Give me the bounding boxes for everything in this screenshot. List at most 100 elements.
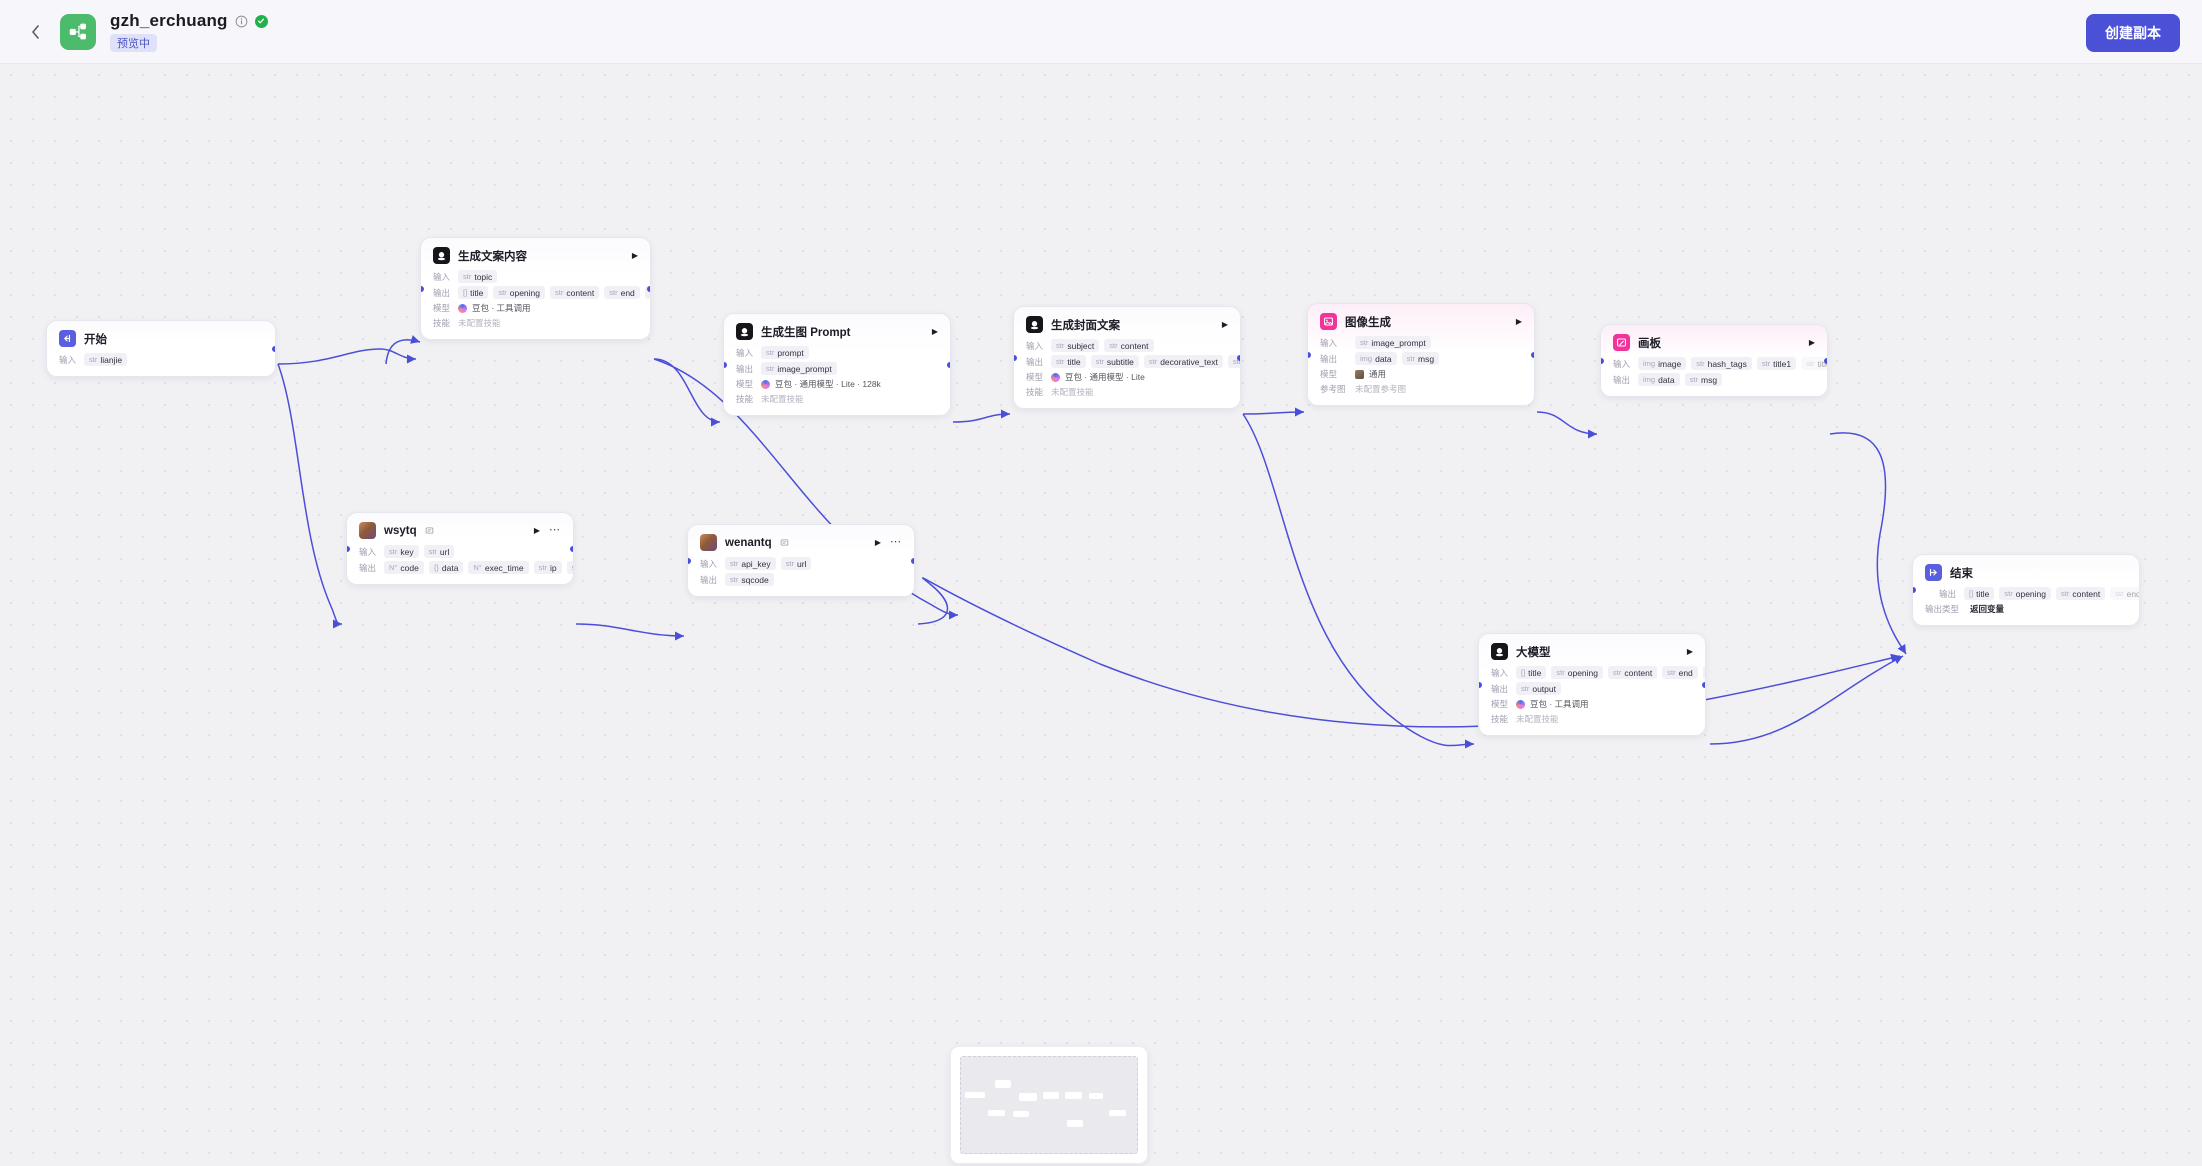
port-input[interactable] xyxy=(723,362,727,368)
node-run-icon[interactable]: ▶ xyxy=(534,527,540,535)
minimap-viewport[interactable] xyxy=(960,1056,1138,1154)
node-end[interactable]: 结束 输出 []title stropening strcontent stre… xyxy=(1912,554,2140,626)
node-gen-cover-copy[interactable]: 生成封面文案 ▶ 输入 strsubject strcontent 输出 str… xyxy=(1013,306,1241,409)
chip-data[interactable]: imgdata xyxy=(1638,373,1680,386)
node-start[interactable]: 开始 输入 strlianjie xyxy=(46,320,276,377)
node-gen-image-prompt[interactable]: 生成生图 Prompt ▶ 输入 strprompt 输出 strimage_p… xyxy=(723,313,951,416)
node-canvas-board[interactable]: 画板 ▶ 输入 imgimage strhash_tags strtitle1 … xyxy=(1600,324,1828,397)
chip-subtitle[interactable]: strsubtitle xyxy=(1091,355,1139,368)
chip-opening[interactable]: stropening xyxy=(1551,666,1603,679)
port-input[interactable] xyxy=(1912,587,1916,593)
chip-exec-time[interactable]: N°exec_time xyxy=(468,561,528,574)
chip-topic[interactable]: strtopic xyxy=(458,270,497,283)
port-input[interactable] xyxy=(346,546,350,552)
node-run-icon[interactable]: ▶ xyxy=(1687,648,1693,656)
chip-ip[interactable]: strip xyxy=(534,561,562,574)
port-output[interactable] xyxy=(1702,682,1706,688)
node-gen-copy[interactable]: 生成文案内容 ▶ 输入 strtopic 输出 []title stropeni… xyxy=(420,237,651,340)
chip-opening[interactable]: stropening xyxy=(493,286,545,299)
node-row-input: 输入 strlianjie xyxy=(59,353,263,366)
chip-title[interactable]: strtitle xyxy=(1051,355,1086,368)
chip-msg[interactable]: strmsg xyxy=(1402,352,1439,365)
workflow-canvas[interactable]: 开始 输入 strlianjie 生成文案内容 ▶ 输入 strtopic 输出… xyxy=(0,64,2202,1166)
chip-name: opening xyxy=(510,288,540,298)
node-run-icon[interactable]: ▶ xyxy=(875,539,881,547)
chip-msg[interactable]: strmsg xyxy=(567,561,574,574)
port-input[interactable] xyxy=(1013,355,1017,361)
chip-end[interactable]: strend xyxy=(1662,666,1698,679)
port-output[interactable] xyxy=(947,362,951,368)
chip-name: code xyxy=(400,563,418,573)
port-output[interactable] xyxy=(1531,352,1535,358)
port-input[interactable] xyxy=(420,286,424,292)
info-circle-icon[interactable] xyxy=(235,15,248,28)
chip-tag[interactable]: strtag xyxy=(1703,666,1706,679)
model-brand-icon xyxy=(458,304,467,313)
node-big-model[interactable]: 大模型 ▶ 输入 []title stropening strcontent s… xyxy=(1478,633,1706,736)
node-wsytq[interactable]: wsytq ▶ ⋯ 输入 strkey strurl 输出 N°code {}d… xyxy=(346,512,574,585)
node-wenantq[interactable]: wenantq ▶ ⋯ 输入 strapi_key strurl 输出 strs… xyxy=(687,524,915,597)
chip-sqcode[interactable]: strsqcode xyxy=(725,573,774,586)
chip-api-key[interactable]: strapi_key xyxy=(725,557,776,570)
node-run-icon[interactable]: ▶ xyxy=(1516,318,1522,326)
chip-name: lianjie xyxy=(100,355,122,365)
chip-msg[interactable]: strmsg xyxy=(1685,373,1722,386)
chip-content[interactable]: strcontent xyxy=(1608,666,1657,679)
edge-imggen-board xyxy=(1537,412,1597,434)
port-output[interactable] xyxy=(911,558,915,564)
chip-image-prompt[interactable]: strimage_prompt xyxy=(761,362,837,375)
chip-name: opening xyxy=(1568,668,1598,678)
chip-url[interactable]: strurl xyxy=(781,557,812,570)
port-output[interactable] xyxy=(647,286,651,292)
port-output[interactable] xyxy=(1824,358,1828,364)
chip-type: img xyxy=(1643,359,1655,368)
chip-hash-tags[interactable]: strhash_tags xyxy=(1691,357,1752,370)
chip-content[interactable]: strcontent xyxy=(2056,587,2105,600)
port-output[interactable] xyxy=(1237,355,1241,361)
chip-lianjie[interactable]: strlianjie xyxy=(84,353,127,366)
chip-data[interactable]: {}data xyxy=(429,561,464,574)
chip-subject[interactable]: strsubject xyxy=(1051,339,1099,352)
chip-image[interactable]: imgimage xyxy=(1638,357,1686,370)
chip-code[interactable]: N°code xyxy=(384,561,424,574)
port-input[interactable] xyxy=(1478,682,1482,688)
chip-title[interactable]: []title xyxy=(1964,587,1994,600)
row-label: 输入 xyxy=(736,347,756,359)
node-more-icon[interactable]: ⋯ xyxy=(890,537,902,548)
port-input[interactable] xyxy=(687,558,691,564)
chip-key[interactable]: strkey xyxy=(384,545,419,558)
node-header: 大模型 ▶ xyxy=(1491,643,1693,660)
chip-end[interactable]: strend xyxy=(2110,587,2140,600)
chip-image-prompt[interactable]: strimage_prompt xyxy=(1355,336,1431,349)
node-run-icon[interactable]: ▶ xyxy=(1222,321,1228,329)
chip-decorative-text[interactable]: strdecorative_text xyxy=(1144,355,1223,368)
port-output[interactable] xyxy=(570,546,574,552)
chip-type: str xyxy=(1096,357,1104,366)
chip-end[interactable]: strend xyxy=(604,286,640,299)
node-run-icon[interactable]: ▶ xyxy=(932,328,938,336)
port-input[interactable] xyxy=(1600,358,1604,364)
node-row-input: 输入 strkey strurl xyxy=(359,545,561,558)
port-output[interactable] xyxy=(272,346,276,352)
create-copy-button[interactable]: 创建副本 xyxy=(2086,14,2180,52)
chip-title1[interactable]: strtitle1 xyxy=(1757,357,1796,370)
chip-opening[interactable]: stropening xyxy=(1999,587,2051,600)
node-more-icon[interactable]: ⋯ xyxy=(549,525,561,536)
chip-output[interactable]: stroutput xyxy=(1516,682,1561,695)
node-run-icon[interactable]: ▶ xyxy=(1809,339,1815,347)
chip-title[interactable]: []title xyxy=(1516,666,1546,679)
node-run-icon[interactable]: ▶ xyxy=(632,252,638,260)
chip-content[interactable]: strcontent xyxy=(1104,339,1153,352)
back-button[interactable] xyxy=(22,19,48,45)
edge-cover-imggen xyxy=(1243,412,1304,414)
chip-data[interactable]: imgdata xyxy=(1355,352,1397,365)
port-input[interactable] xyxy=(1307,352,1311,358)
node-image-generation[interactable]: 图像生成 ▶ 输入 strimage_prompt 输出 imgdata str… xyxy=(1307,303,1535,406)
minimap-panel[interactable] xyxy=(950,1046,1148,1164)
chip-title[interactable]: []title xyxy=(458,286,488,299)
chip-type: str xyxy=(389,547,397,556)
chip-content[interactable]: strcontent xyxy=(550,286,599,299)
chip-prompt[interactable]: strprompt xyxy=(761,346,809,359)
chip-url[interactable]: strurl xyxy=(424,545,455,558)
edge-wsytq-wenantq xyxy=(576,624,684,636)
